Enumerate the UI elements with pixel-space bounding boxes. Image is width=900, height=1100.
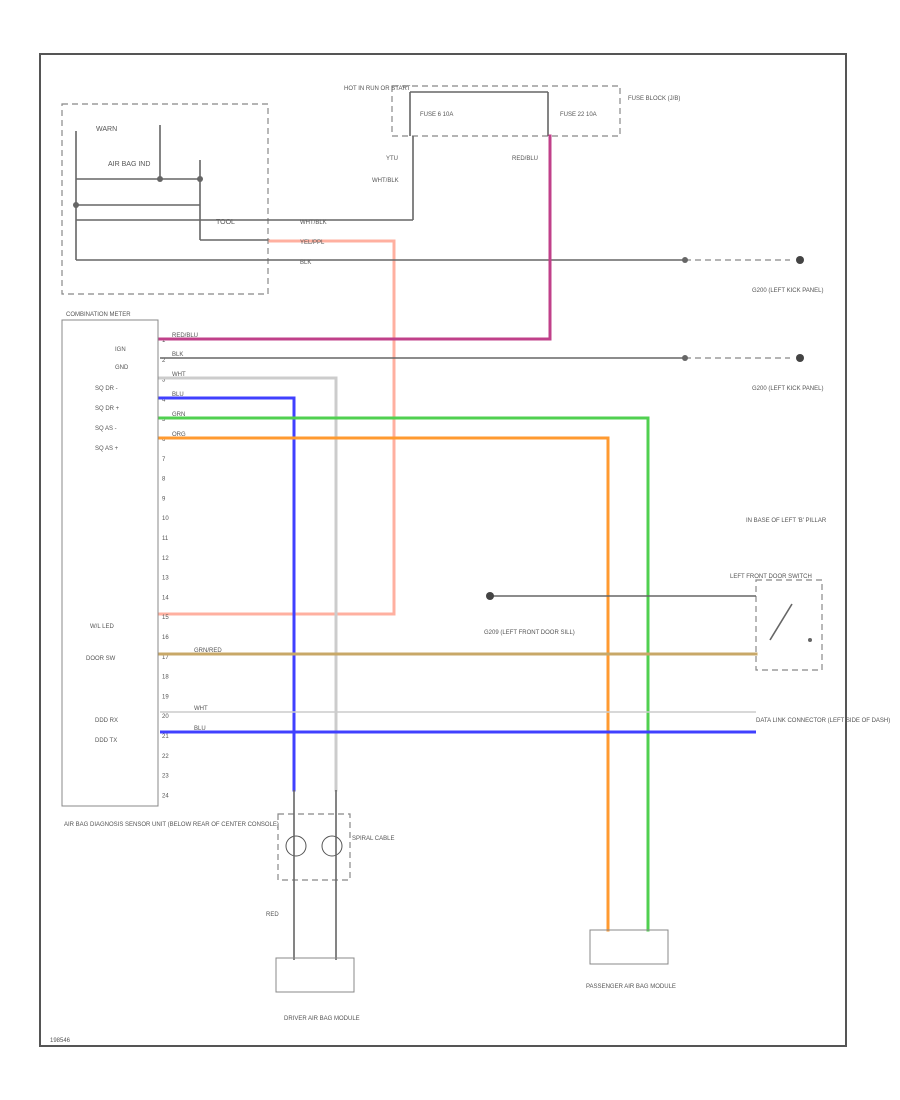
pin-number: 14 — [162, 595, 169, 601]
wire-blk-gnd: BLK — [172, 352, 183, 358]
pin-label-ddd-rx: DDD RX — [95, 718, 118, 724]
indicator-box — [61, 103, 269, 295]
hot-label: HOT IN RUN OR START — [344, 86, 411, 92]
pin-number: 13 — [162, 576, 169, 582]
pin-label-ign: IGN — [115, 347, 126, 353]
wire-wht-sq: WHT — [172, 372, 186, 378]
wire-wht-blk: WHT/BLK — [300, 220, 327, 226]
pillar-label: IN BASE OF LEFT 'B' PILLAR — [746, 518, 827, 524]
pin-number: 20 — [162, 714, 169, 720]
fuse-block-box — [391, 85, 621, 137]
pin-label-door-sw: DOOR SW — [86, 656, 116, 662]
driver-module-box — [275, 957, 355, 993]
pin-number: 17 — [162, 655, 169, 661]
wire-red-driver: RED — [266, 912, 279, 918]
sensor-unit-box — [61, 319, 159, 807]
wire-grn: GRN — [172, 412, 185, 418]
pin-number: 6 — [162, 437, 166, 443]
combination-meter-label: COMBINATION METER — [66, 312, 131, 318]
tool-label: TOOL — [216, 219, 235, 226]
passenger-module-label: PASSENGER AIR BAG MODULE — [586, 984, 676, 990]
g200-b-label: G200 (LEFT KICK PANEL) — [752, 386, 823, 392]
pin-number: 8 — [162, 477, 166, 483]
fuse-a-label: FUSE 6 10A — [420, 112, 453, 118]
fuse-block-label: FUSE BLOCK (J/B) — [628, 96, 680, 102]
pin-number: 12 — [162, 556, 169, 562]
pin-number: 3 — [162, 378, 166, 384]
data-link-label: DATA LINK CONNECTOR (LEFT SIDE OF DASH) — [756, 718, 890, 724]
pin-number: 23 — [162, 774, 169, 780]
pin-label-wl-led: W/L LED — [90, 624, 114, 630]
warn-label: WARN — [96, 126, 117, 133]
pin-number: 5 — [162, 417, 166, 423]
pin-number: 4 — [162, 397, 166, 403]
pin-number: 9 — [162, 496, 166, 502]
wire-ytu: YTU — [386, 156, 398, 162]
pin-label-sq-dr-minus: SQ DR - — [95, 386, 118, 392]
driver-module-label: DRIVER AIR BAG MODULE — [284, 1016, 360, 1022]
pin-number: 15 — [162, 615, 169, 621]
figure-id: 198546 — [50, 1038, 71, 1044]
pin-number: 7 — [162, 457, 166, 463]
pin-label-sq-dr-plus: SQ DR + — [95, 406, 120, 412]
pin-label-gnd: GND — [115, 365, 129, 371]
wire-blu-sq: BLU — [172, 392, 184, 398]
unit-caption: AIR BAG DIAGNOSIS SENSOR UNIT (BELOW REA… — [64, 822, 279, 828]
pin-number: 16 — [162, 635, 169, 641]
wire-yel-ppl: YEL/PPL — [300, 240, 325, 246]
door-switch-label: LEFT FRONT DOOR SWITCH — [730, 574, 812, 580]
pin-label-sq-as-plus: SQ AS + — [95, 446, 119, 452]
wire-wht-ddd: WHT — [194, 706, 208, 712]
spiral-cable-label: SPIRAL CABLE — [352, 836, 394, 842]
wire-red-blu: RED/BLU — [172, 333, 198, 339]
fuse-b-label: FUSE 22 10A — [560, 112, 597, 118]
pin-number: 22 — [162, 754, 169, 760]
g209-label: G209 (LEFT FRONT DOOR SILL) — [484, 630, 575, 636]
pin-number: 21 — [162, 734, 169, 740]
pin-number: 10 — [162, 516, 169, 522]
passenger-module-box — [589, 929, 669, 965]
pin-number: 24 — [162, 793, 169, 799]
pin-number: 19 — [162, 694, 169, 700]
air-bag-ind-label: AIR BAG IND — [108, 161, 150, 168]
wire-wht-blk-vert: WHT/BLK — [372, 178, 399, 184]
pin-number: 11 — [162, 536, 169, 542]
pin-label-ddd-tx: DDD TX — [95, 738, 117, 744]
wire-grn-red: GRN/RED — [194, 648, 222, 654]
pin-label-sq-as-minus: SQ AS - — [95, 426, 117, 432]
wire-org: ORG — [172, 432, 186, 438]
wire-blk-top: BLK — [300, 260, 311, 266]
g200-a-label: G200 (LEFT KICK PANEL) — [752, 288, 823, 294]
spiral-cable-box — [277, 813, 351, 881]
diagram-border — [39, 53, 847, 1047]
wire-red-blu-vert: RED/BLU — [512, 156, 538, 162]
door-switch-box — [755, 579, 823, 671]
pin-number: 1 — [162, 338, 166, 344]
pin-number: 2 — [162, 358, 166, 364]
pin-number: 18 — [162, 675, 169, 681]
wire-blu-ddd: BLU — [194, 726, 206, 732]
